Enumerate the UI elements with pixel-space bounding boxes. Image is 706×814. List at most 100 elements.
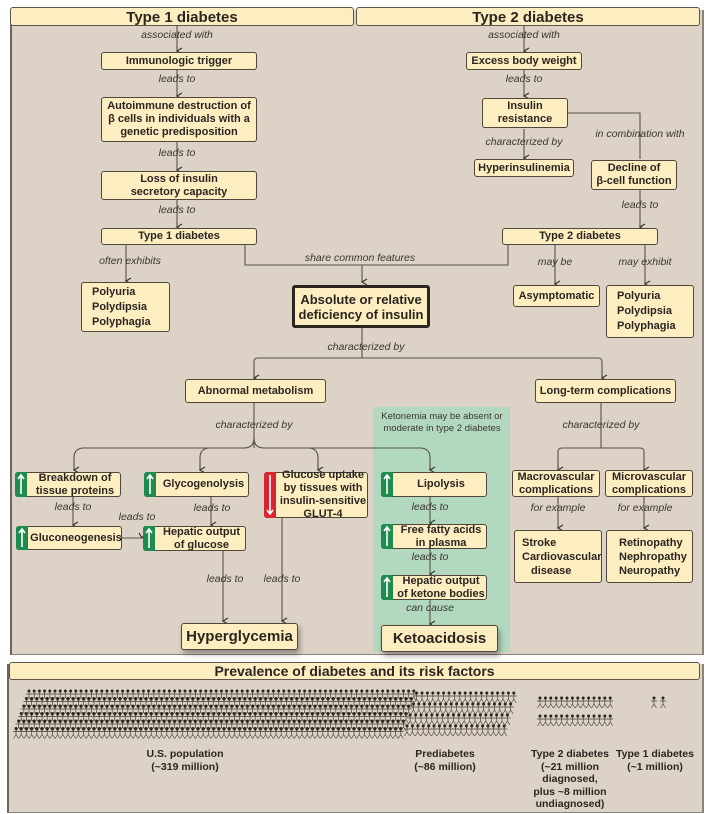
person-figure (436, 724, 443, 737)
person-figure (189, 712, 196, 724)
person-figure (374, 689, 381, 702)
person-figure (171, 704, 178, 717)
person-figure (150, 719, 157, 732)
t2-symptom-2: Polydipsia (617, 305, 673, 317)
person-figure (488, 713, 495, 726)
population-figures (13, 689, 666, 739)
person-figure (392, 697, 399, 709)
person-figure (41, 689, 48, 702)
person-figure (31, 704, 38, 717)
person-figure (85, 727, 92, 739)
person-figure (558, 714, 565, 727)
person-figure (156, 689, 162, 702)
person-figure (57, 704, 64, 717)
person-figure (267, 727, 274, 739)
person-figure (241, 712, 248, 724)
decline-line-1: Decline of (607, 162, 661, 174)
label-t2-associated: associated with (488, 29, 560, 41)
person-figure (314, 712, 321, 724)
person-figure (564, 696, 570, 709)
person-figure (195, 697, 201, 709)
person-figure (260, 689, 266, 702)
person-figure (477, 713, 484, 726)
person-figure (440, 691, 447, 704)
autoimmune-line-3: genetic predisposition (120, 126, 238, 138)
person-figure (143, 727, 149, 739)
prevalence-label-prediabetes: Prediabetes(~86 million) (414, 748, 476, 773)
person-figure (293, 727, 300, 739)
up-arrow-icon (145, 527, 153, 548)
person-figure (33, 697, 40, 709)
person-figure (88, 704, 95, 717)
person-figure (163, 697, 170, 709)
person-figure (338, 704, 344, 717)
person-figure (122, 727, 129, 739)
person-figure (257, 697, 264, 709)
person-figure (384, 719, 391, 732)
person-figure (580, 714, 587, 727)
person-figure (379, 704, 386, 717)
person-figure (33, 712, 40, 724)
person-figure (158, 727, 165, 739)
person-figure (304, 697, 311, 709)
label-t2-combination: in combination with (595, 128, 685, 140)
person-figure (501, 724, 508, 737)
person-figure (163, 727, 170, 739)
t1-symptom-2: Polydipsia (92, 300, 148, 313)
person-figure (158, 697, 165, 709)
hepatic-glucose-line-1: Hepatic output (163, 525, 240, 538)
person-figure (348, 689, 355, 702)
person-figure (379, 719, 386, 732)
note-line-1: Ketonemia may be absent or (381, 411, 503, 422)
person-figure (192, 689, 199, 702)
person-figure (496, 702, 503, 715)
person-figure (262, 727, 269, 739)
person-figure (221, 697, 227, 709)
person-figure (361, 697, 368, 709)
person-figure (62, 704, 69, 717)
person-figure (335, 712, 342, 724)
person-figure (215, 727, 222, 739)
person-figure (236, 727, 243, 739)
person-figure (187, 689, 194, 702)
person-figure (591, 714, 597, 727)
person-figure (189, 727, 196, 739)
person-figure (537, 696, 543, 709)
person-figure (236, 712, 243, 724)
person-figure (179, 712, 186, 724)
person-figure (479, 724, 486, 737)
t2-symptom-1: Polyuria (617, 290, 661, 302)
person-figure (119, 704, 126, 717)
person-figure (114, 704, 121, 717)
person-figure (257, 727, 264, 739)
person-figure (288, 712, 295, 724)
person-figure (161, 719, 168, 732)
box-long-term-text: Long-term complications (539, 384, 672, 397)
person-figure (351, 712, 357, 724)
person-figure (283, 727, 290, 739)
person-figure (62, 719, 69, 732)
person-figure (343, 704, 350, 717)
label-leads-breakdown: leads to (54, 501, 92, 513)
label-ketone-leads2: leads to (411, 551, 449, 563)
person-figure (348, 719, 355, 732)
person-figure (601, 714, 608, 727)
person-figure (67, 704, 74, 717)
box-hyperinsulinemia: Hyperinsulinemia (474, 159, 574, 177)
person-figure (98, 704, 105, 717)
person-figure (101, 727, 108, 739)
person-figure (106, 727, 113, 739)
person-figure (109, 704, 116, 717)
person-figure (83, 689, 90, 702)
micro-line-1: Microvascular (612, 470, 686, 483)
person-figure (234, 689, 240, 702)
person-figure (472, 713, 478, 726)
person-figure (213, 689, 220, 702)
person-figure (143, 712, 149, 724)
person-figure (651, 696, 657, 709)
person-figure (127, 712, 134, 724)
